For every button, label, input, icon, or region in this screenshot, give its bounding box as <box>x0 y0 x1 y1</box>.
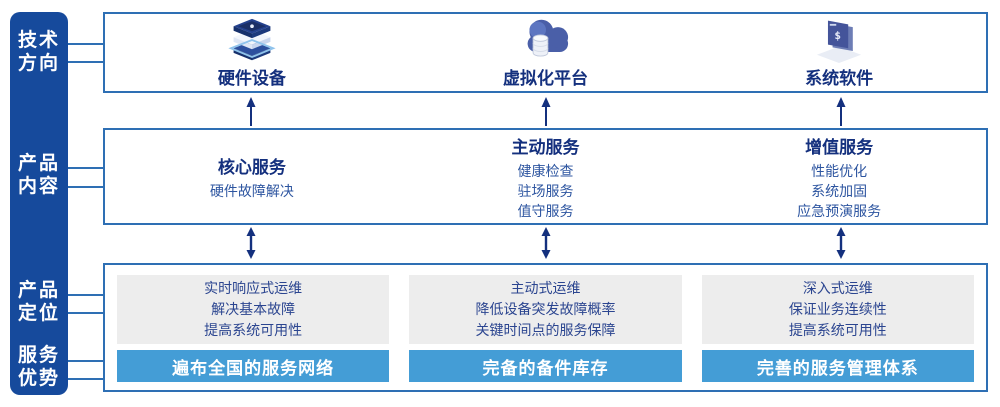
connector-line <box>68 186 103 188</box>
positioning-panel: 实时响应式运维 解决基本故障 提高系统可用性 遍布全国的服务网络 主动式运维 降… <box>103 263 988 392</box>
positioning-text-box: 实时响应式运维 解决基本故障 提高系统可用性 <box>117 275 390 344</box>
tech-direction-panel: 硬件设备 虚拟化平台 <box>103 12 988 93</box>
connector-line <box>68 360 103 362</box>
positioning-text-box: 主动式运维 降低设备突发故障概率 关键时间点的服务保障 <box>409 275 682 344</box>
rail-label-line: 优势 <box>17 368 60 390</box>
rail-label-line: 产品 <box>17 153 60 174</box>
service-item: 应急预演服务 <box>797 202 882 219</box>
rail-label-line: 方向 <box>17 53 60 75</box>
service-column-title: 核心服务 <box>217 157 286 177</box>
positioning-column-proactive: 主动式运维 降低设备突发故障概率 关键时间点的服务保障 完备的备件库存 <box>409 275 682 382</box>
rail-label-tech-direction: 技术 方向 <box>10 29 68 75</box>
connector-line <box>68 43 103 45</box>
software-window-icon: $ <box>809 17 869 63</box>
svg-text:$: $ <box>835 29 842 42</box>
rail-label-product-content: 产品 内容 <box>10 152 68 198</box>
service-column-title: 增值服务 <box>805 137 874 157</box>
rail-label-line: 产品 <box>17 280 60 301</box>
positioning-line: 深入式运维 <box>802 280 873 296</box>
service-item: 驻场服务 <box>517 182 574 199</box>
service-item: 健康检查 <box>517 162 574 179</box>
positioning-line: 提高系统可用性 <box>204 322 303 338</box>
positioning-line: 实时响应式运维 <box>204 280 303 296</box>
connector-line <box>68 167 103 169</box>
double-arrow <box>103 227 398 259</box>
service-item: 值守服务 <box>517 202 574 219</box>
tech-item-virtualization: 虚拟化平台 <box>399 14 693 91</box>
up-arrow <box>103 97 398 126</box>
product-content-panel: 核心服务 硬件故障解决 主动服务 健康检查 驻场服务 值守服务 增值服务 性能优… <box>103 128 988 225</box>
connector-line <box>68 294 103 296</box>
rail-label-line: 内容 <box>17 176 60 198</box>
tech-item-label: 硬件设备 <box>217 68 286 88</box>
category-rail: 技术 方向 产品 内容 产品 定位 服务 优势 <box>10 12 68 395</box>
rail-label-product-positioning: 产品 定位 <box>10 279 68 325</box>
double-arrow <box>693 227 988 259</box>
advantage-banner: 完备的备件库存 <box>409 350 682 382</box>
advantage-banner: 遍布全国的服务网络 <box>117 350 390 382</box>
double-arrow <box>398 227 693 259</box>
up-arrow <box>398 97 693 126</box>
service-column-title: 主动服务 <box>511 137 580 157</box>
arrow-row-up <box>103 97 988 126</box>
arrow-row-double <box>103 227 988 259</box>
connector-line <box>68 312 103 314</box>
positioning-column-deep: 深入式运维 保证业务连续性 提高系统可用性 完善的服务管理体系 <box>701 275 974 382</box>
connector-line <box>68 61 103 63</box>
tech-item-label: 虚拟化平台 <box>503 68 588 88</box>
tech-item-hardware: 硬件设备 <box>105 14 399 91</box>
service-item: 系统加固 <box>811 182 868 199</box>
positioning-line: 降低设备突发故障概率 <box>475 301 616 317</box>
positioning-line: 关键时间点的服务保障 <box>475 322 616 338</box>
service-item: 硬件故障解决 <box>209 182 294 199</box>
cloud-database-icon <box>516 17 576 63</box>
positioning-line: 解决基本故障 <box>211 301 296 317</box>
service-item: 性能优化 <box>811 162 868 179</box>
service-column-proactive: 主动服务 健康检查 驻场服务 值守服务 <box>399 130 693 223</box>
rail-label-service-advantage: 服务 优势 <box>10 344 68 390</box>
advantage-banner: 完善的服务管理体系 <box>701 350 974 382</box>
rail-label-line: 服务 <box>17 345 60 366</box>
server-stack-icon <box>222 17 282 63</box>
service-column-core: 核心服务 硬件故障解决 <box>105 130 399 223</box>
positioning-line: 主动式运维 <box>510 280 581 296</box>
rail-label-line: 定位 <box>17 303 60 325</box>
positioning-column-realtime: 实时响应式运维 解决基本故障 提高系统可用性 遍布全国的服务网络 <box>117 275 390 382</box>
positioning-line: 提高系统可用性 <box>788 322 887 338</box>
positioning-line: 保证业务连续性 <box>788 301 887 317</box>
tech-item-system-software: $ 系统软件 <box>692 14 986 91</box>
up-arrow <box>693 97 988 126</box>
rail-label-line: 技术 <box>17 30 60 51</box>
connector-line <box>68 378 103 380</box>
service-column-value-added: 增值服务 性能优化 系统加固 应急预演服务 <box>692 130 986 223</box>
positioning-text-box: 深入式运维 保证业务连续性 提高系统可用性 <box>701 275 974 344</box>
tech-item-label: 系统软件 <box>805 68 874 88</box>
